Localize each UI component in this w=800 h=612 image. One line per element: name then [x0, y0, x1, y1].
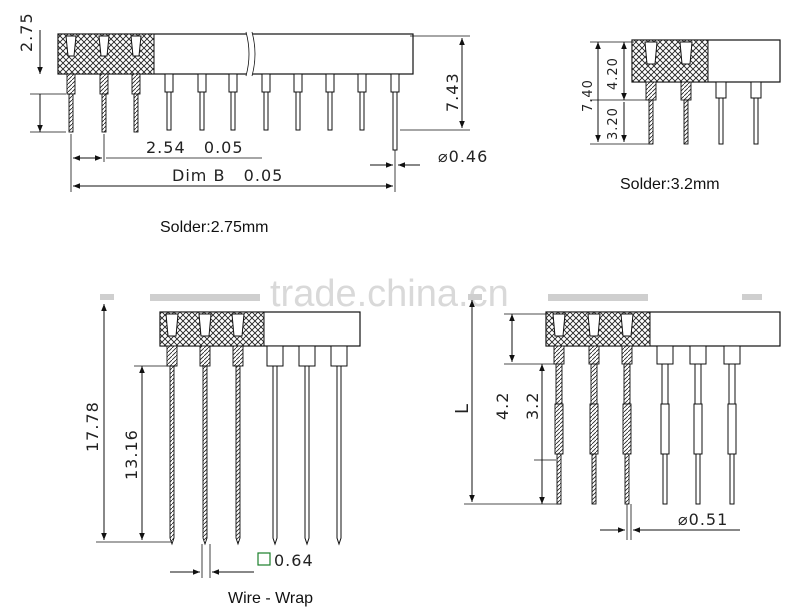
dim-2-75: 2.75 [17, 12, 36, 52]
bottom-right-view: L 4.2 3.2 ⌀0.51 [452, 294, 781, 540]
caption-wire-wrap: Wire - Wrap [228, 590, 313, 607]
caption-solder-2-75: Solder:2.75mm [160, 219, 269, 236]
dim-l: L [452, 403, 473, 414]
bottom-left-view: 17.78 13.16 0.64 Wire - Wrap [83, 294, 361, 607]
dim-7-43: 7.43 [443, 72, 462, 112]
dim-3-20: 3.20 [606, 107, 621, 140]
dim-pin-diameter-0-46: ⌀0.46 [438, 147, 488, 166]
dim-17-78: 17.78 [83, 401, 102, 452]
dim-4-20: 4.20 [606, 57, 621, 90]
top-left-body [57, 31, 414, 77]
dim-4-2: 4.2 [493, 392, 512, 420]
dim-square-0-64: 0.64 [274, 551, 314, 570]
dim-3-2: 3.2 [523, 392, 542, 420]
dim-13-16: 13.16 [122, 429, 141, 480]
caption-solder-3-2: Solder:3.2mm [620, 176, 720, 193]
top-right-view: 7.40 4.20 3.20 Solder:3.2mm [581, 39, 781, 193]
top-left-dimension-lines [30, 30, 470, 192]
square-symbol-icon [257, 552, 271, 566]
top-left-sectioned-pins [65, 35, 142, 133]
dim-pin-diameter-0-51: ⌀0.51 [678, 510, 728, 529]
dim-pitch-2-54: 2.54 0.05 [146, 138, 244, 157]
dim-b: Dim B 0.05 [172, 166, 283, 185]
top-left-outside-pins [164, 73, 400, 151]
dim-7-40: 7.40 [581, 79, 596, 112]
top-left-view: 2.75 7.43 2.54 0.05 Dim B 0.05 ⌀0.46 Sol… [17, 12, 488, 236]
